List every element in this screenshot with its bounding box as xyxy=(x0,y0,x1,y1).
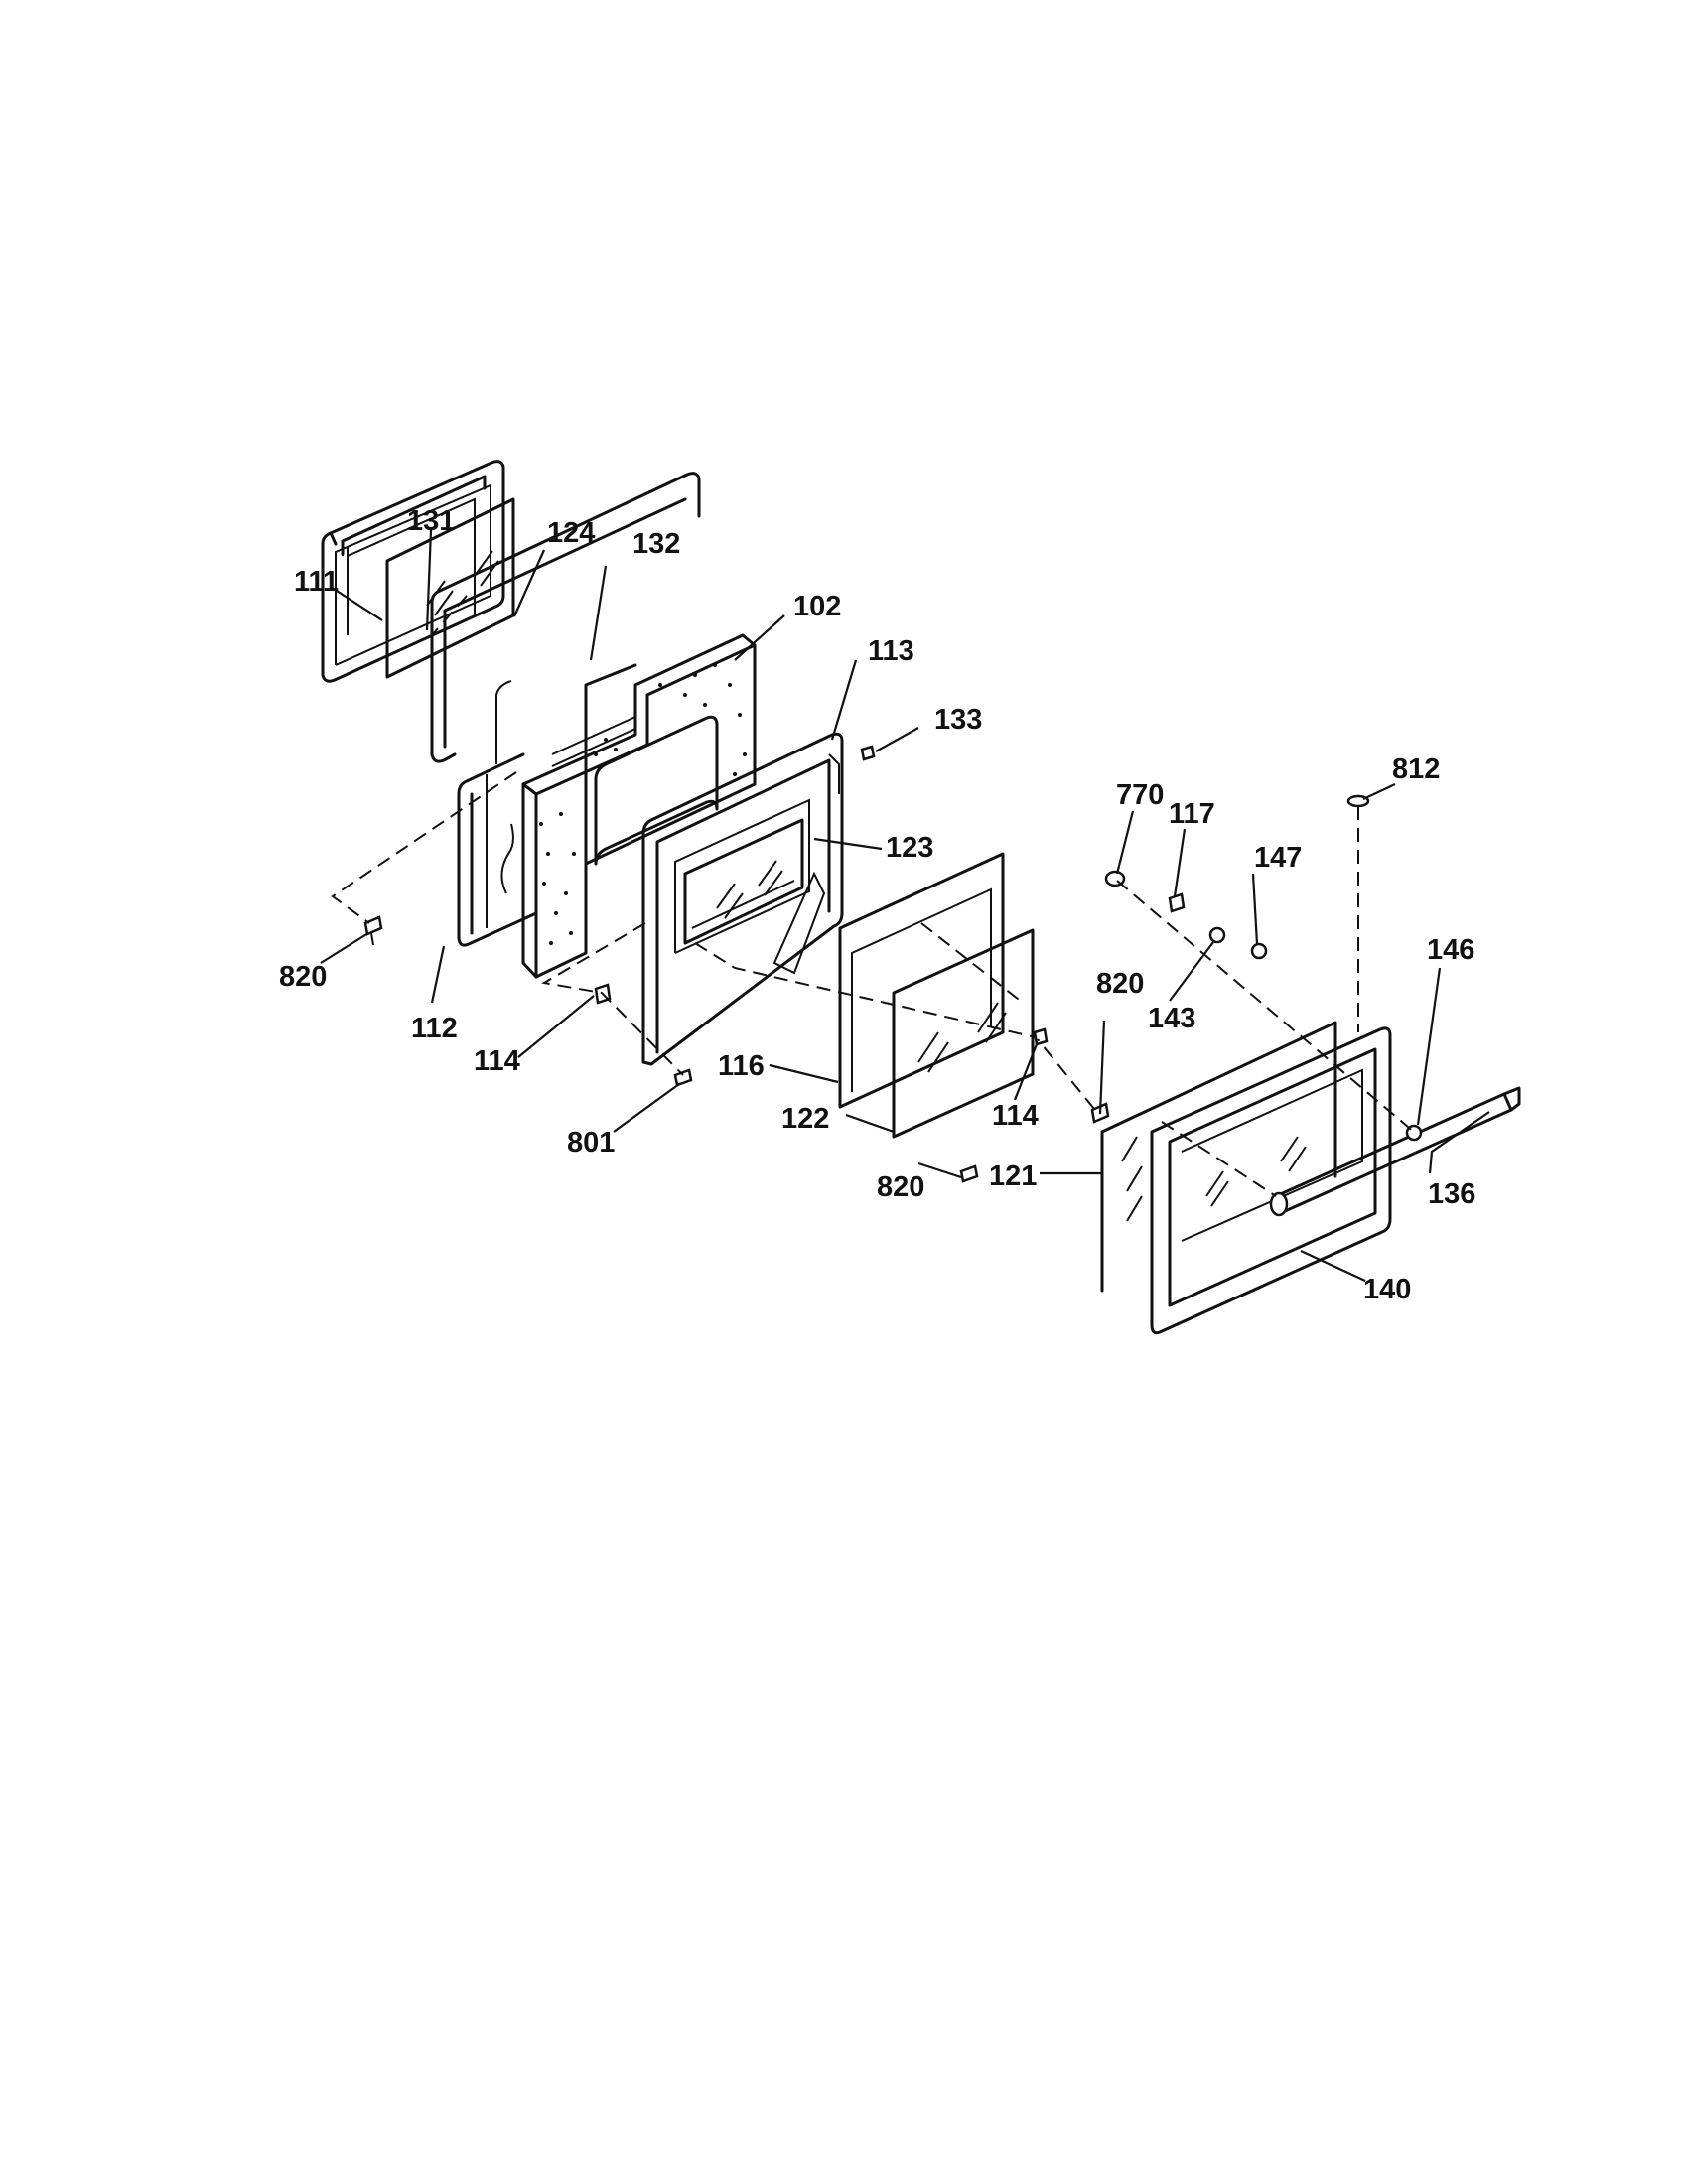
part-131-gasket xyxy=(341,475,487,615)
part-112-inner-panel xyxy=(457,680,538,947)
part-123-frame-glass xyxy=(691,880,795,929)
label-part-121: 121 xyxy=(989,1160,1037,1192)
label-part-140: 140 xyxy=(1363,1274,1411,1305)
label-part-116: 116 xyxy=(718,1050,765,1082)
hardware-parts xyxy=(363,745,1423,1183)
part-122-glass xyxy=(892,928,1035,1139)
label-part-143: 143 xyxy=(1148,1003,1195,1034)
label-part-133: 133 xyxy=(934,704,982,736)
label-part-122: 122 xyxy=(781,1103,829,1135)
label-part-801: 801 xyxy=(567,1127,615,1159)
part-113-door-frame xyxy=(641,732,844,1066)
part-132-door-seal xyxy=(430,472,701,763)
assembly-lines xyxy=(331,595,1416,1197)
part-111-inner-liner xyxy=(321,460,505,683)
leader-lines xyxy=(320,529,1490,1282)
label-part-113: 113 xyxy=(868,635,914,667)
label-part-111: 111 xyxy=(294,566,339,598)
label-part-146: 146 xyxy=(1427,934,1474,966)
part-136-handle xyxy=(1269,1086,1521,1217)
part-labels: 111 131 124 132 102 113 133 123 820 112 … xyxy=(279,505,1475,1305)
label-part-136: 136 xyxy=(1428,1178,1475,1210)
label-part-131: 131 xyxy=(407,505,455,537)
label-part-114-left: 114 xyxy=(474,1045,520,1077)
label-part-147: 147 xyxy=(1254,842,1302,874)
label-part-812: 812 xyxy=(1392,753,1440,785)
label-part-820-left: 820 xyxy=(279,961,327,993)
label-part-117: 117 xyxy=(1169,798,1215,830)
label-part-132: 132 xyxy=(632,528,680,560)
part-116-glass-retainer xyxy=(838,852,1005,1109)
label-part-124: 124 xyxy=(547,517,595,549)
part-102-insulation xyxy=(521,633,757,979)
label-part-123: 123 xyxy=(886,832,933,864)
label-part-770: 770 xyxy=(1116,779,1164,811)
label-part-102: 102 xyxy=(793,591,841,622)
label-part-114-right: 114 xyxy=(992,1100,1039,1132)
part-121-outer-glass xyxy=(1100,1021,1337,1293)
label-part-112: 112 xyxy=(411,1013,458,1044)
label-part-820-right: 820 xyxy=(1096,968,1144,1000)
label-part-820-middle: 820 xyxy=(877,1171,924,1203)
